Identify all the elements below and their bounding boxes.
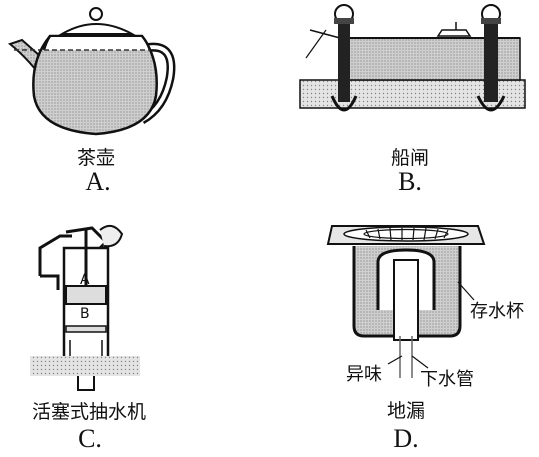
piston-pump-illustration xyxy=(30,224,140,391)
option-b: 船闸 B. xyxy=(270,0,539,200)
ship-lock-illustration xyxy=(299,4,526,112)
teapot-illustration xyxy=(7,7,176,136)
option-letter-b: B. xyxy=(398,167,422,196)
caption-teapot: 茶壶 xyxy=(76,147,115,169)
caption-piston-pump: 活塞式抽水机 xyxy=(31,401,146,423)
label-drain-pipe: 下水管 xyxy=(420,369,474,390)
caption-ship-lock: 船闸 xyxy=(390,147,429,169)
option-d: 存水杯 异味 下水管 地漏 D. xyxy=(270,200,539,457)
label-odor: 异味 xyxy=(346,364,382,385)
label-chamber-b: B xyxy=(80,306,90,322)
caption-floor-drain: 地漏 xyxy=(386,400,425,422)
option-a: 茶壶 A. xyxy=(0,0,270,200)
label-chamber-a: A xyxy=(80,272,90,288)
option-c: A B 活塞式抽水机 C. xyxy=(0,200,270,457)
option-letter-c: C. xyxy=(78,424,102,453)
label-water-cup: 存水杯 xyxy=(470,301,524,322)
option-letter-d: D. xyxy=(393,424,419,453)
floor-drain-illustration xyxy=(326,225,486,378)
option-letter-a: A. xyxy=(85,167,111,196)
